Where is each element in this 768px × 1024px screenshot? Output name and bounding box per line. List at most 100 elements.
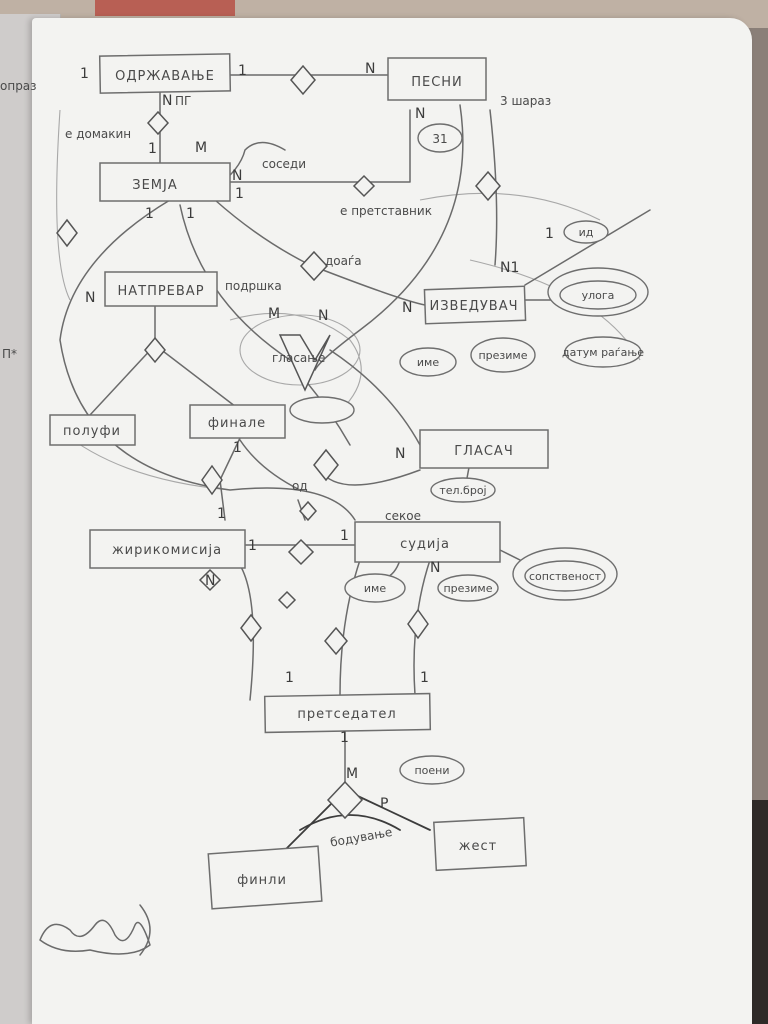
entity-finale: финале <box>189 404 286 439</box>
svg-text:полуфи: полуфи <box>63 424 121 439</box>
svg-text:датум раѓање: датум раѓање <box>562 346 644 359</box>
svg-text:1: 1 <box>80 66 89 82</box>
entity-izveduvach: ИЗВЕДУВАЧ <box>423 285 527 325</box>
svg-text:1: 1 <box>545 226 554 242</box>
desk-object <box>95 0 235 16</box>
rel-diamond-odrz-pesni <box>290 64 316 96</box>
entity-pretsedatel: претседател <box>263 692 432 734</box>
svg-text:N: N <box>318 308 328 324</box>
svg-text:M: M <box>195 140 207 156</box>
svg-text:е домакин: е домакин <box>65 127 131 141</box>
svg-text:1: 1 <box>186 206 195 222</box>
svg-text:N: N <box>162 93 172 109</box>
svg-text:опраз: опраз <box>0 79 37 93</box>
rel-diamond-doaga <box>299 250 329 282</box>
svg-text:N1: N1 <box>500 260 519 276</box>
rel-diamond-pesni-izv <box>475 170 501 202</box>
svg-text:ид: ид <box>579 226 594 239</box>
rel-diamond-zhiri-sudija <box>287 538 315 566</box>
svg-text:N: N <box>205 573 215 589</box>
entity-zhest: жест <box>433 816 527 872</box>
svg-text:1: 1 <box>238 63 247 79</box>
rel-diamond-pret-zhiri <box>240 613 262 643</box>
svg-text:секое: секое <box>385 509 421 523</box>
svg-text:бодување: бодување <box>329 825 393 850</box>
rel-diamond-isa <box>144 336 166 364</box>
svg-text:1: 1 <box>235 186 244 202</box>
svg-text:НАТПРЕВАР: НАТПРЕВАР <box>117 284 204 299</box>
svg-text:П*: П* <box>2 347 17 361</box>
entity-polufinale: полуфи <box>49 414 136 446</box>
svg-text:1: 1 <box>233 440 242 456</box>
rel-diamond-domakin <box>146 110 170 136</box>
svg-text:31: 31 <box>432 132 447 146</box>
svg-text:N: N <box>232 168 242 184</box>
svg-text:N: N <box>395 446 405 462</box>
attribute-ellipses: име презиме датум раѓање улога тел.број … <box>289 220 649 785</box>
rel-diamond-zhiri-n <box>198 568 222 592</box>
svg-text:N: N <box>430 560 440 576</box>
svg-text:ОДРЖАВАЊЕ: ОДРЖАВАЊЕ <box>115 69 215 84</box>
svg-text:соседи: соседи <box>262 157 306 171</box>
entity-sudija: судија <box>354 521 501 563</box>
svg-text:доаѓа: доаѓа <box>325 254 362 268</box>
svg-text:1: 1 <box>420 670 429 686</box>
rel-diamond-pretstavnik <box>352 174 376 198</box>
annotations: опраз 3 шараз 31 ПГ подршка секое П* <box>0 79 551 523</box>
svg-text:ИЗВЕДУВАЧ: ИЗВЕДУВАЧ <box>430 299 519 314</box>
svg-text:3 шараз: 3 шараз <box>500 94 551 108</box>
svg-text:поени: поени <box>414 764 449 777</box>
entity-zhirikomisija: жирикомисија <box>89 529 246 569</box>
svg-text:P: P <box>380 796 388 812</box>
svg-text:гласање: гласање <box>272 351 325 365</box>
svg-text:подршка: подршка <box>225 279 282 293</box>
svg-text:ПГ: ПГ <box>175 94 191 108</box>
svg-text:финале: финале <box>208 416 266 431</box>
rel-diamond-left <box>56 218 78 248</box>
svg-text:N: N <box>415 106 425 122</box>
svg-text:1: 1 <box>340 528 349 544</box>
svg-text:презиме: презиме <box>478 349 527 362</box>
rel-diamond-pret-mid <box>324 626 348 656</box>
svg-text:ПЕСНИ: ПЕСНИ <box>411 75 463 90</box>
entity-pesni: ПЕСНИ <box>387 57 487 101</box>
svg-text:1: 1 <box>340 730 349 746</box>
entity-zemja: ЗЕМЈА <box>99 162 231 202</box>
rel-diamond-faint <box>277 590 297 610</box>
svg-text:име: име <box>417 356 439 369</box>
svg-text:од: од <box>292 479 308 493</box>
svg-text:име: име <box>364 582 386 595</box>
svg-text:1: 1 <box>285 670 294 686</box>
svg-text:е претставник: е претставник <box>340 204 432 218</box>
svg-text:тел.број: тел.број <box>439 484 486 497</box>
svg-text:1: 1 <box>145 206 154 222</box>
rel-diamond-finale-zhiri <box>201 464 223 496</box>
rel-diamond-od <box>298 500 318 522</box>
rel-diamond-glasach <box>313 448 339 482</box>
svg-text:претседател: претседател <box>297 707 396 722</box>
rel-diamond-glasanje <box>278 334 331 392</box>
cardinality-labels: 1 1 N N 1 M N 1 1 1 N N M N N1 N 1 1 N 1… <box>80 61 554 812</box>
svg-text:1: 1 <box>148 141 157 157</box>
rel-diamond-bodiranje <box>326 780 364 820</box>
svg-text:N: N <box>85 290 95 306</box>
entity-glasach: ГЛАСАЧ <box>419 429 549 469</box>
entity-natprevar: НАТПРЕВАР <box>104 271 218 307</box>
svg-text:презиме: презиме <box>443 582 492 595</box>
svg-text:жест: жест <box>459 839 497 854</box>
svg-text:N: N <box>402 300 412 316</box>
svg-text:жирикомисија: жирикомисија <box>112 543 222 558</box>
svg-text:финли: финли <box>237 873 287 888</box>
svg-text:1: 1 <box>217 506 226 522</box>
svg-text:M: M <box>268 306 280 322</box>
svg-text:ЗЕМЈА: ЗЕМЈА <box>132 178 178 193</box>
relationship-diamonds <box>56 64 501 820</box>
svg-text:M: M <box>346 766 358 782</box>
svg-text:N: N <box>365 61 375 77</box>
svg-text:1: 1 <box>248 538 257 554</box>
svg-text:улога: улога <box>582 289 615 302</box>
entity-odrzhavanje: ОДРЖАВАЊЕ <box>98 53 232 94</box>
svg-text:судија: судија <box>400 537 450 552</box>
entity-finali: финли <box>207 845 323 910</box>
